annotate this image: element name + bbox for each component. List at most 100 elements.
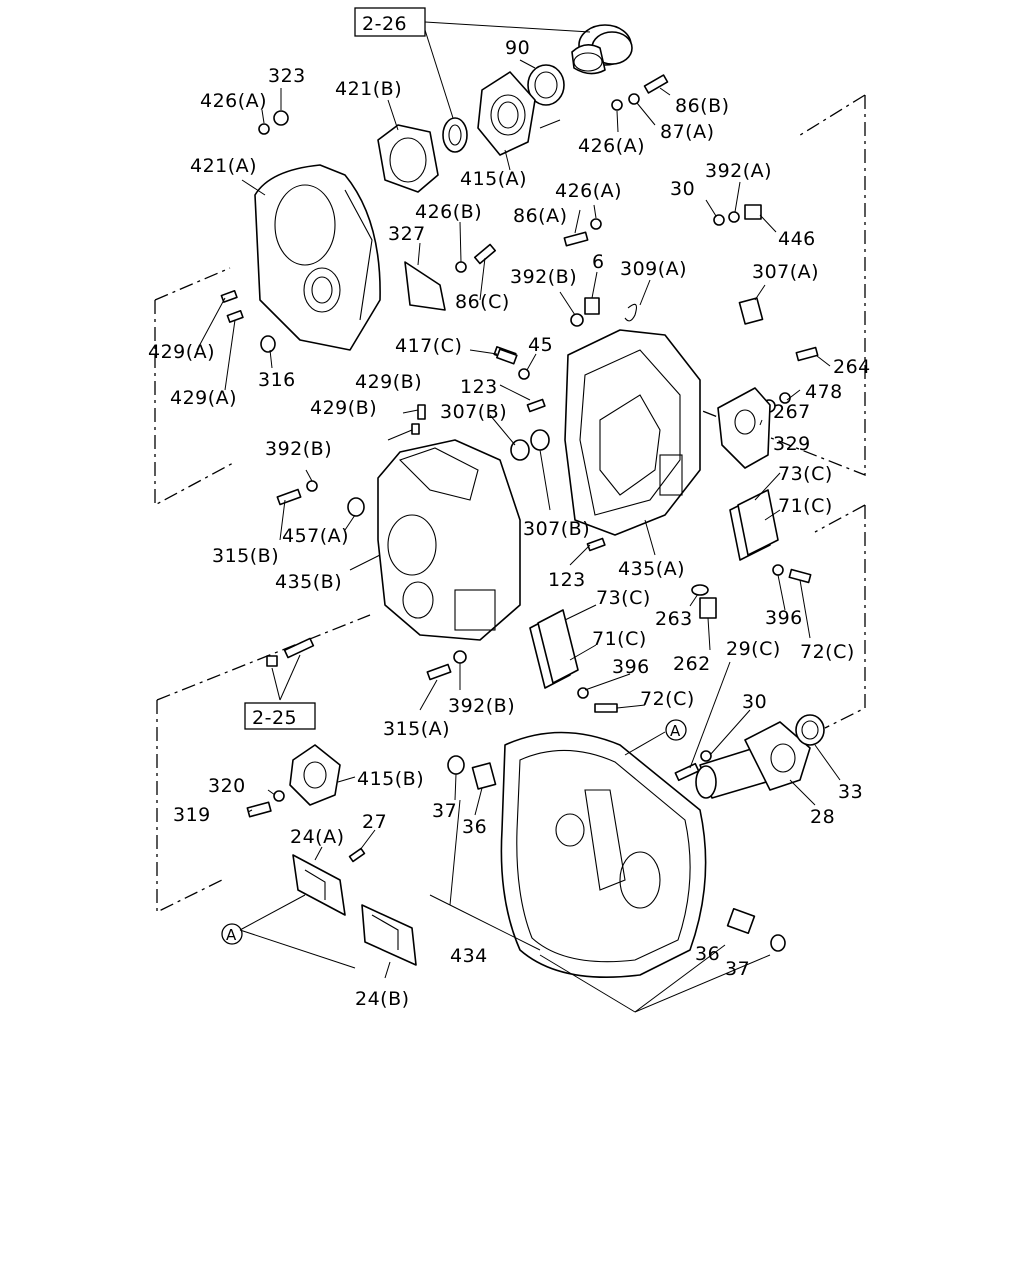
label-24a: 24(A) (290, 826, 345, 848)
clip-309a (624, 303, 637, 322)
label-307b-2: 307(B) (523, 518, 590, 540)
label-307a: 307(A) (752, 261, 819, 283)
plate-329 (717, 387, 771, 469)
label-429b-1: 429(B) (355, 371, 422, 393)
label-30-2: 30 (742, 691, 767, 713)
label-71c-1: 71(C) (778, 495, 833, 517)
case-435b (377, 439, 521, 641)
label-73c-1: 73(C) (778, 463, 833, 485)
plug-262 (699, 597, 717, 619)
label-36-2: 36 (695, 943, 720, 965)
bolt-315a (426, 663, 452, 681)
reference-box-2-25: 2-25 (244, 702, 316, 730)
label-86b: 86(B) (675, 95, 730, 117)
label-429b-2: 429(B) (310, 397, 377, 419)
label-28: 28 (810, 806, 835, 828)
label-434: 434 (450, 945, 488, 967)
case-421a (254, 164, 381, 351)
label-45: 45 (528, 334, 553, 356)
label-426b: 426(B) (415, 201, 482, 223)
label-30-1: 30 (670, 178, 695, 200)
plate-24b (361, 904, 417, 966)
label-396-2: 396 (612, 656, 650, 678)
nut-37-b (770, 934, 786, 952)
label-457a: 457(A) (282, 525, 349, 547)
pins-429a (220, 289, 244, 323)
label-327: 327 (388, 223, 426, 245)
label-33: 33 (838, 781, 863, 803)
label-37-2: 37 (725, 958, 750, 980)
label-426a-1: 426(A) (200, 90, 267, 112)
label-27: 27 (362, 811, 387, 833)
sleeve-36-b (726, 907, 756, 935)
case-435a (564, 329, 701, 536)
sleeve-36-a (471, 762, 497, 790)
circle-marker-a-2: A (221, 923, 243, 945)
ring-33 (795, 714, 825, 746)
pin-123-a (526, 398, 546, 413)
label-315b: 315(B) (212, 545, 279, 567)
label-415a: 415(A) (460, 168, 527, 190)
bolt-319 (246, 801, 272, 818)
label-86c: 86(C) (455, 291, 510, 313)
cover-415b (289, 744, 341, 806)
label-72c-2: 72(C) (640, 688, 695, 710)
label-circle-a-2: A (226, 926, 237, 944)
nut-37-a (447, 755, 465, 775)
label-315a: 315(A) (383, 718, 450, 740)
bolt-315b (276, 488, 302, 506)
label-ref-2-25: 2-25 (252, 707, 297, 729)
label-37-1: 37 (432, 800, 457, 822)
label-72c-1: 72(C) (800, 641, 855, 663)
label-320: 320 (208, 775, 246, 797)
label-417c: 417(C) (395, 335, 462, 357)
cover-415a (477, 71, 536, 156)
label-392a: 392(A) (705, 160, 772, 182)
plate-71c-right (729, 489, 779, 561)
label-435a: 435(A) (618, 558, 685, 580)
bushing-307a (738, 297, 764, 325)
label-392b-2: 392(B) (265, 438, 332, 460)
label-263: 263 (655, 608, 693, 630)
label-24b: 24(B) (355, 988, 410, 1010)
label-421b: 421(B) (335, 78, 402, 100)
flange-cap-part (571, 24, 633, 75)
reference-box-2-26: 2-26 (354, 7, 426, 37)
label-426a-3: 426(A) (555, 180, 622, 202)
plate-24a (292, 854, 346, 916)
housing-421b (377, 117, 468, 193)
pin-123-b (586, 537, 606, 552)
label-262: 262 (673, 653, 711, 675)
bushings-307b (510, 429, 550, 461)
label-415b: 415(B) (357, 768, 424, 790)
label-36-1: 36 (462, 816, 487, 838)
label-429a-1: 429(A) (148, 341, 215, 363)
bolt-29c (674, 762, 700, 782)
circle-marker-a-1: A (665, 719, 687, 741)
label-87a: 87(A) (660, 121, 715, 143)
label-316: 316 (258, 369, 296, 391)
label-478: 478 (805, 381, 843, 403)
label-73c-2: 73(C) (596, 587, 651, 609)
label-392b-1: 392(B) (510, 266, 577, 288)
label-123-2: 123 (548, 569, 586, 591)
fitting-417c (496, 348, 518, 365)
plug-316 (260, 335, 276, 353)
label-29c: 29(C) (726, 638, 781, 660)
label-307b-1: 307(B) (440, 401, 507, 423)
label-323: 323 (268, 65, 306, 87)
label-435b: 435(B) (275, 571, 342, 593)
plate-327 (404, 261, 446, 311)
label-319: 319 (173, 804, 211, 826)
shaft-28 (695, 721, 811, 799)
seal-ring-90 (527, 64, 565, 106)
pin-429b-a (417, 404, 426, 420)
label-426a-2: 426(A) (578, 135, 645, 157)
bolt-72c-a (594, 703, 618, 713)
label-71c-2: 71(C) (592, 628, 647, 650)
label-429a-2: 429(A) (170, 387, 237, 409)
label-264: 264 (833, 356, 871, 378)
label-421a: 421(A) (190, 155, 257, 177)
plug-457a (347, 497, 365, 517)
